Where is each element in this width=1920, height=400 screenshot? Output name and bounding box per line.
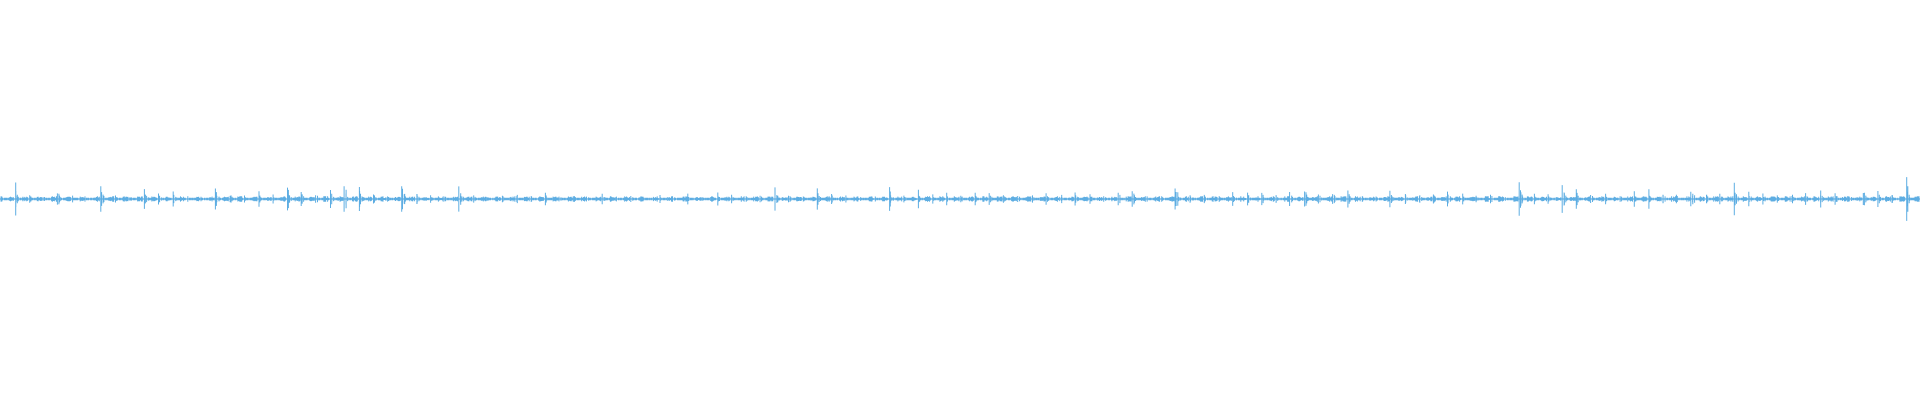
waveform-path (0, 177, 1920, 221)
